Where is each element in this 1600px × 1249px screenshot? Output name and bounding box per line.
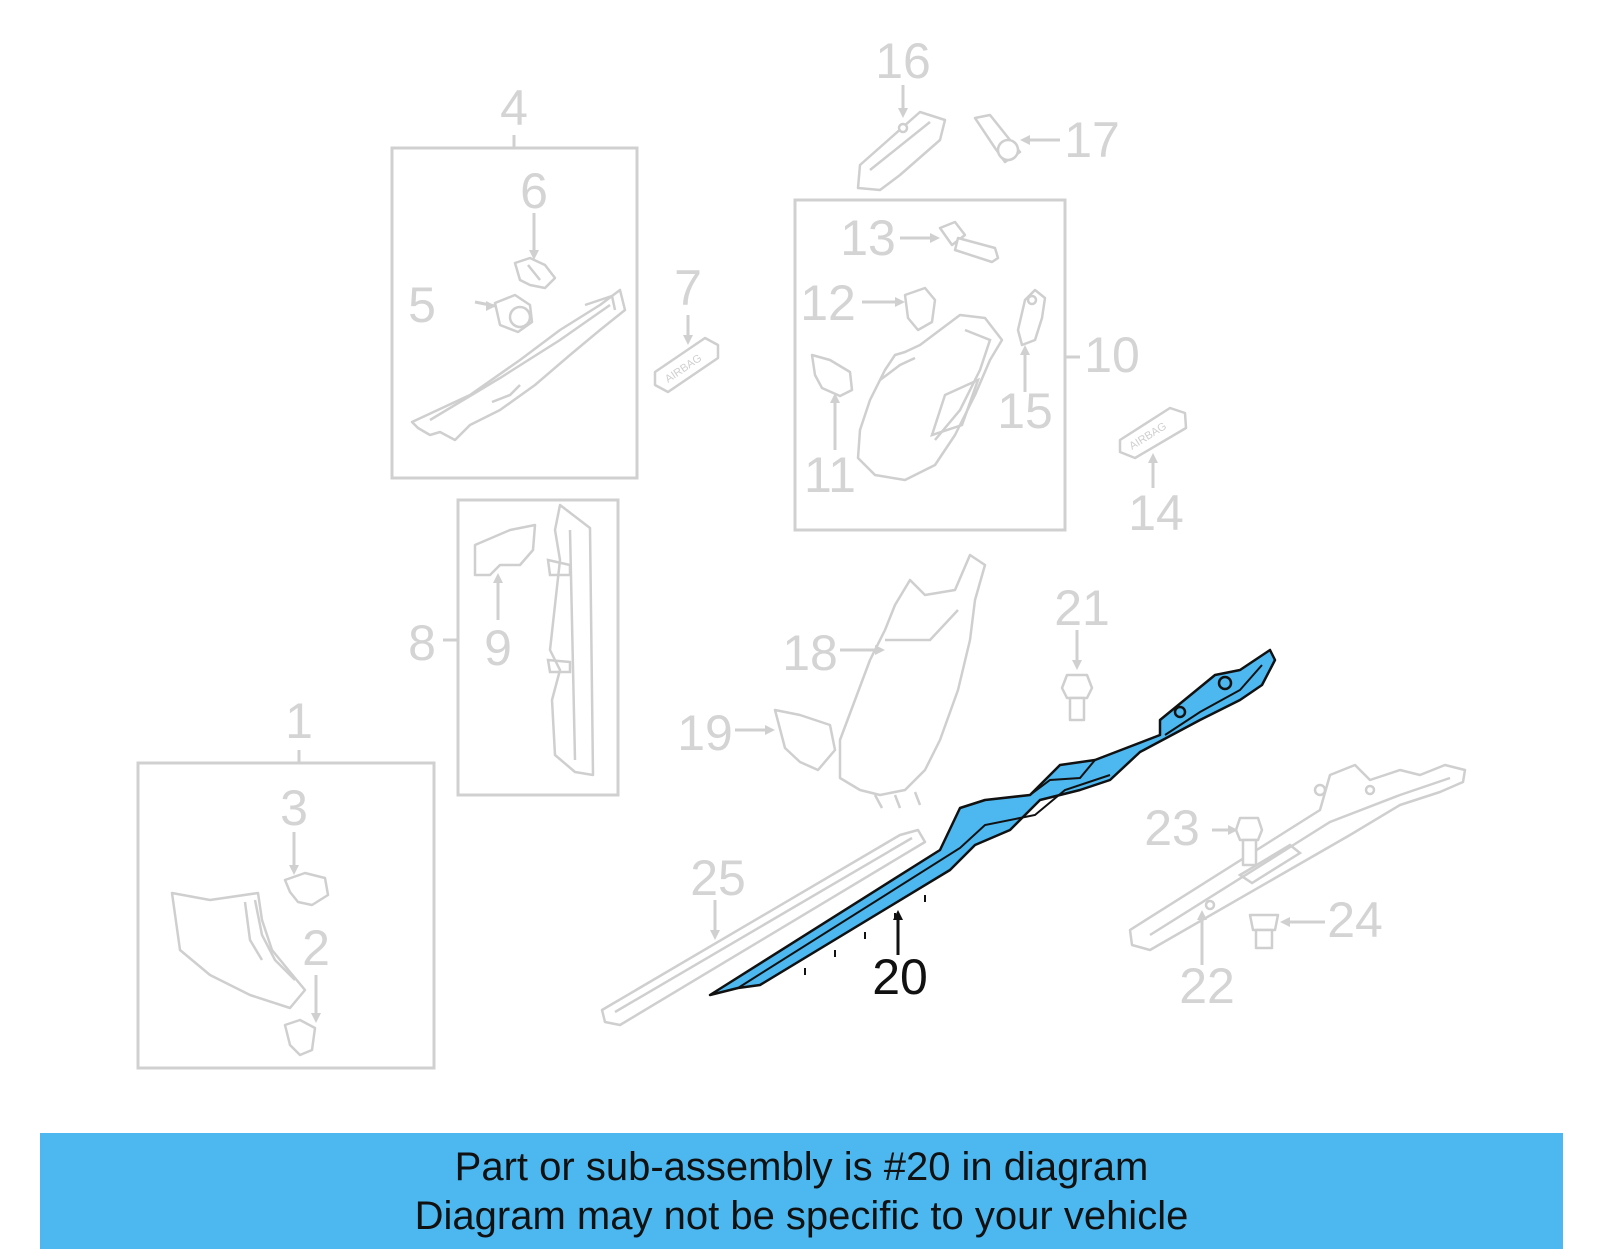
arrow-12 [895,297,905,307]
part-13-bolt [938,220,1000,264]
arrow-18 [875,645,885,655]
callout-5: 5 [408,277,436,333]
info-banner: Part or sub-assembly is #20 in diagram D… [40,1133,1563,1249]
part-8-pillar-lower [546,503,595,777]
arrow-2 [311,1013,321,1023]
callout-2: 2 [302,920,330,976]
arrow-15 [1020,345,1030,355]
part-6-clip [513,256,557,290]
callout-1: 1 [285,693,313,749]
part-21-bolt [1060,673,1094,722]
group-box-10 [793,198,1067,532]
arrow-14 [1148,453,1158,463]
part-16-bracket [856,110,947,192]
part-5-grommet [493,293,534,334]
part-10-b-pillar-upper [856,313,1004,482]
callout-3: 3 [280,780,308,836]
arrow-6 [529,250,539,260]
callout-8: 8 [408,615,436,671]
arrow-22 [1197,910,1207,920]
arrow-17 [1020,135,1030,145]
part-17-fastener [973,113,1022,164]
callout-23: 23 [1144,800,1200,856]
callout-24: 24 [1327,892,1383,948]
callout-6: 6 [520,163,548,219]
group-box-1 [136,761,436,1070]
arrow-7 [683,335,693,345]
arrow-24 [1280,917,1290,927]
arrow-5 [486,301,496,311]
arrow-9 [493,573,503,583]
callout-14: 14 [1128,485,1184,541]
part-7-airbag-emblem: AIRBAG [653,336,720,394]
callout-21: 21 [1054,580,1110,636]
callout-19: 19 [677,705,733,761]
part-2-clip [283,1018,317,1057]
callout-11: 11 [804,447,856,503]
part-25-scuff-strip [600,828,927,1027]
callout-15: 15 [997,383,1053,439]
part-14-airbag-emblem: AIRBAG [1118,406,1188,460]
part-15-clip [1016,288,1047,347]
callout-4: 4 [500,80,528,136]
part-11-clip [810,353,854,398]
part-22-reinforcement [1128,763,1467,952]
part-4-a-pillar-trim [410,288,627,442]
arrow-19 [765,725,775,735]
callout-12: 12 [800,275,856,331]
part-9-clip [473,523,537,577]
callout-16: 16 [875,33,931,89]
callout-25: 25 [690,850,746,906]
part-19-clip [773,708,837,772]
callout-10: 10 [1084,327,1140,383]
arrow-13 [930,233,940,243]
callout-17: 17 [1064,112,1120,168]
part-12-clip [903,286,937,332]
part-3-clip [283,871,330,907]
arrow-25 [710,930,720,940]
part-20-sill-plate-highlighted[interactable] [708,648,1277,997]
arrow-20 [893,910,903,920]
group-box-8 [456,498,620,797]
callout-13: 13 [840,210,896,266]
banner-line-2: Diagram may not be specific to your vehi… [414,1194,1189,1238]
callout-7: 7 [674,260,702,316]
arrow-16 [898,108,908,118]
part-1-kick-panel [170,891,307,1010]
callout-22: 22 [1179,958,1235,1014]
arrow-21 [1072,660,1082,670]
banner-line-1: Part or sub-assembly is #20 in diagram [454,1145,1149,1189]
callout-18: 18 [782,625,838,681]
callout-9: 9 [484,620,512,676]
arrow-23 [1228,825,1238,835]
part-24-nut [1248,913,1280,950]
part-18-b-pillar-lower [838,553,987,809]
arrow-11 [830,393,840,403]
callout-20: 20 [872,949,928,1005]
arrow-3 [289,865,299,875]
